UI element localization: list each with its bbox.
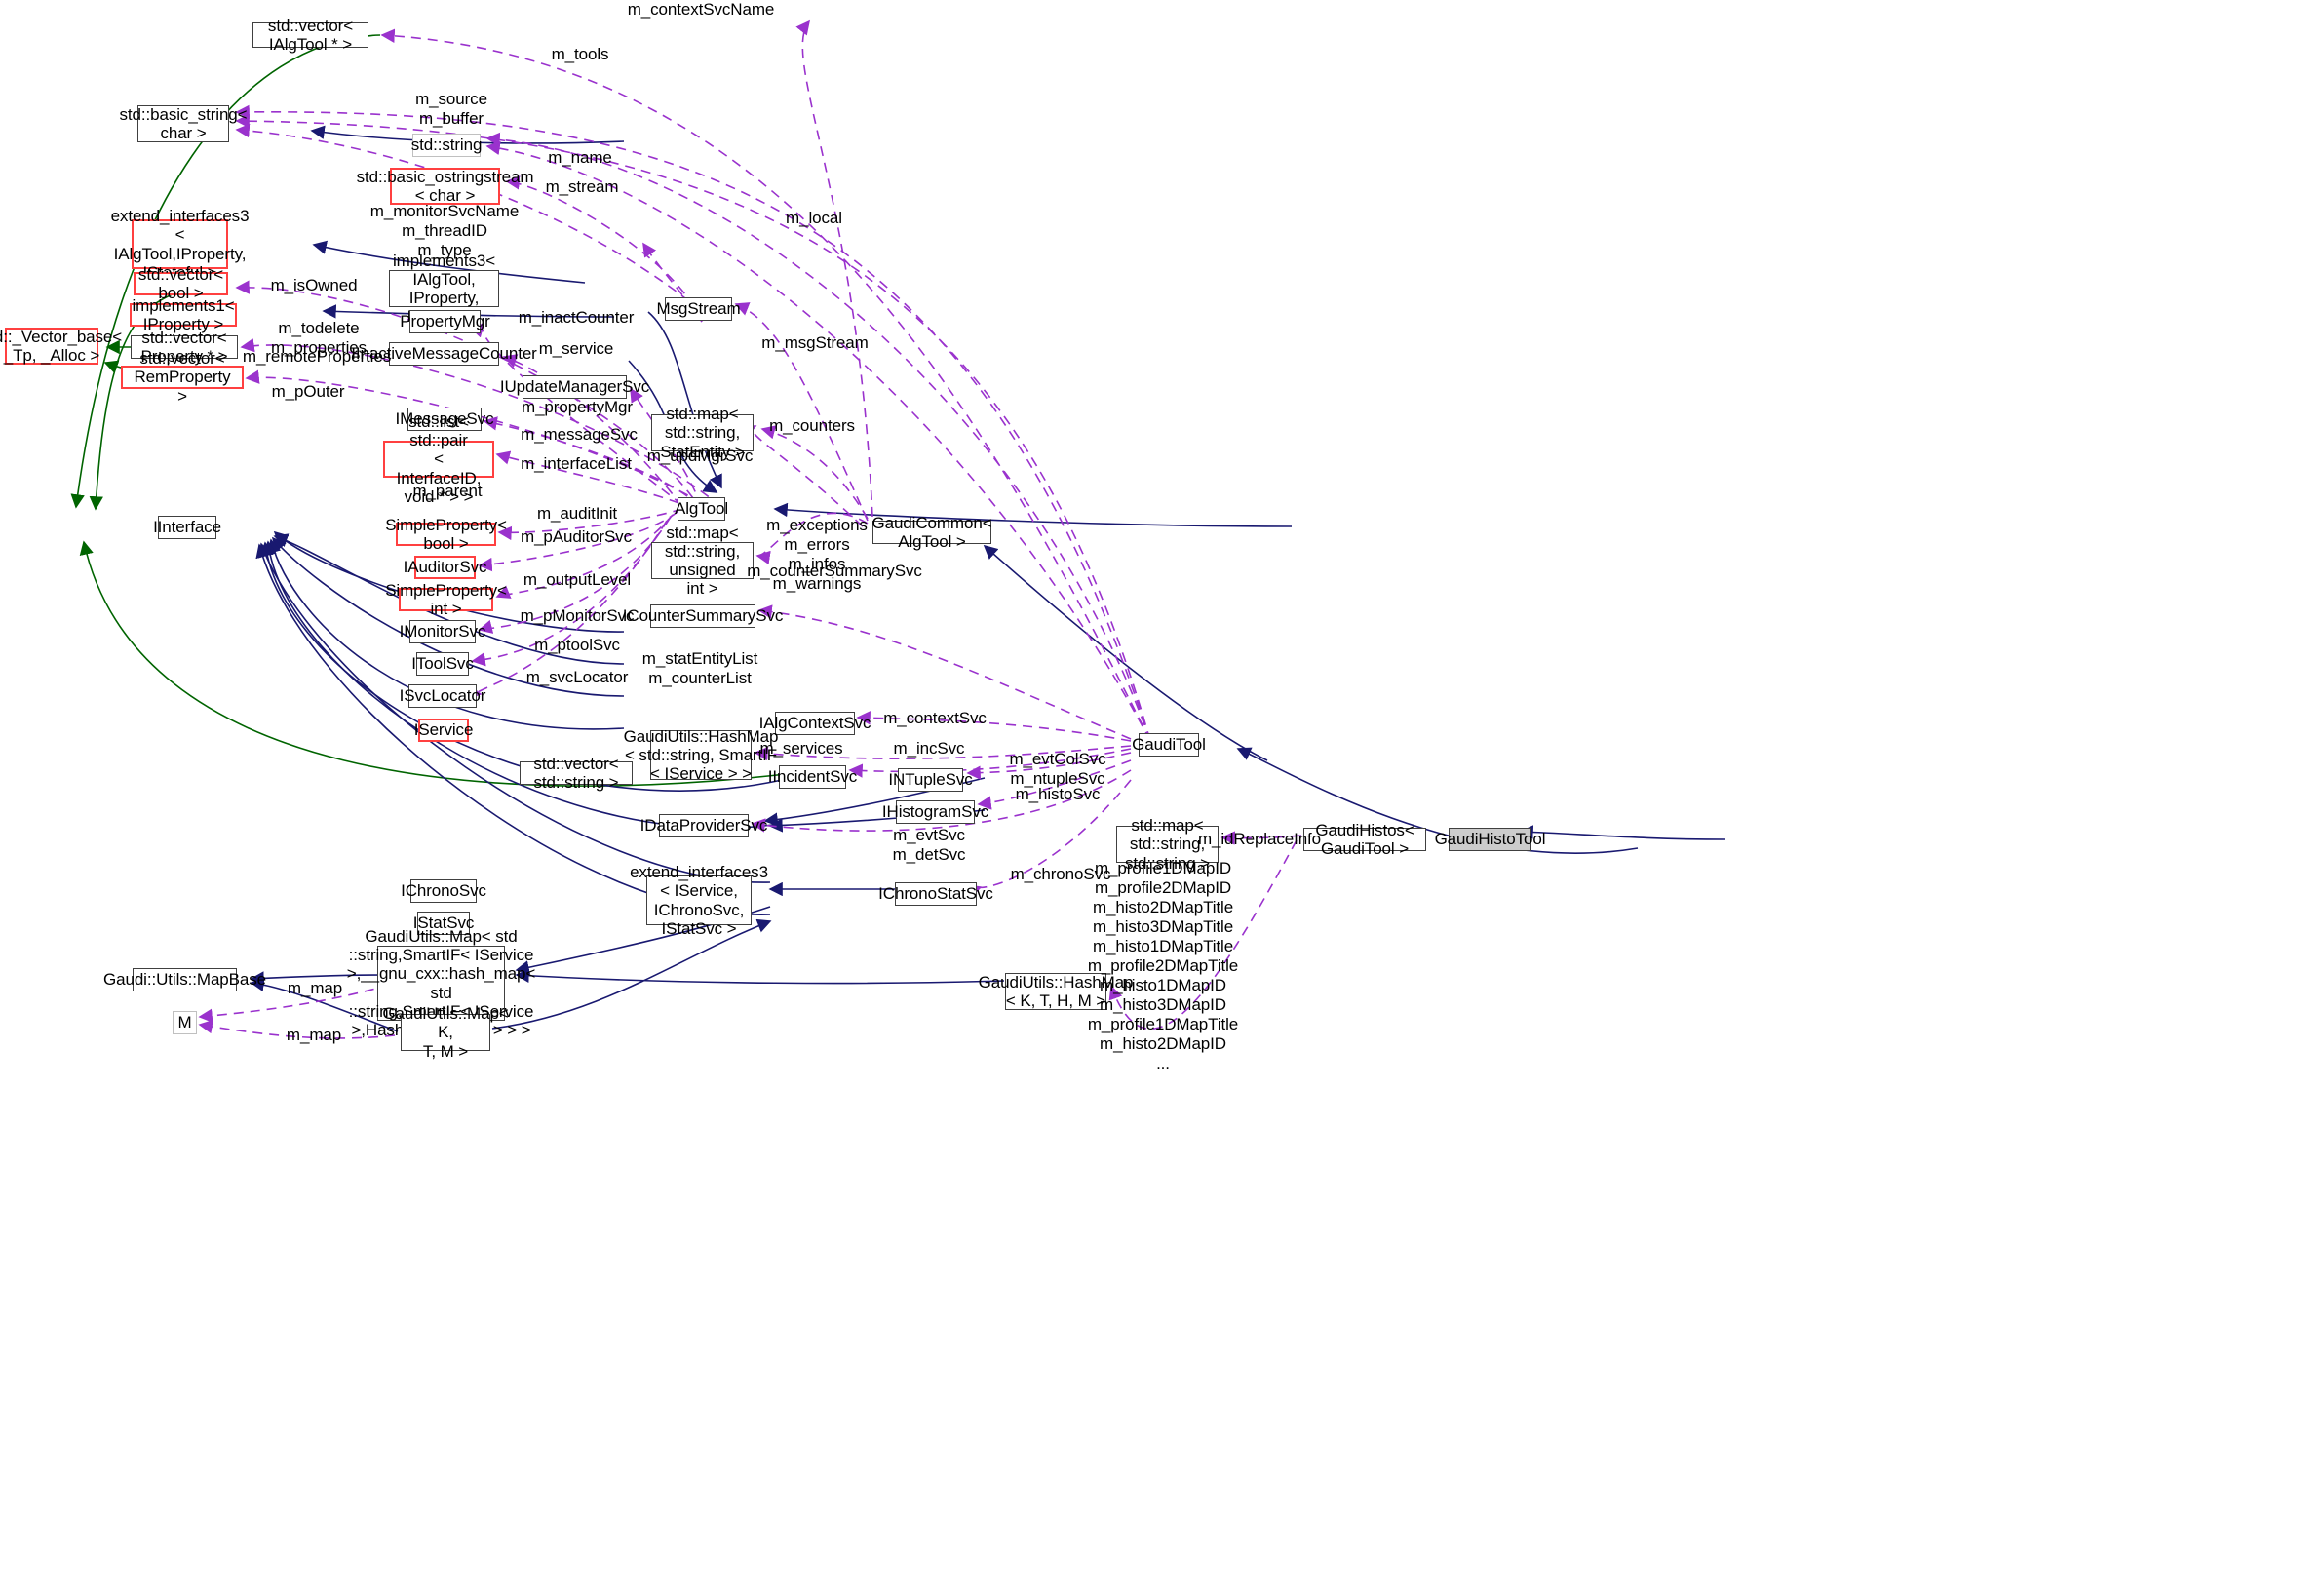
class-node-list_pair_interfaceid[interactable]: std::list< std::pair < InterfaceID, void… <box>383 412 494 506</box>
edge-label-m_interfaceList: m_interfaceList <box>521 454 632 473</box>
edge-label-m_source_m_buffer: m_source m_buffer <box>415 90 487 129</box>
class-node-icountersummarysvc[interactable]: ICounterSummarySvc <box>623 604 783 628</box>
edge-label-m_propertyMgr: m_propertyMgr <box>522 398 633 416</box>
edge-label-m_remoteProperties: m_remoteProperties <box>242 347 392 366</box>
class-node-simpleproperty_bool[interactable]: SimpleProperty< bool > <box>385 515 507 553</box>
edge-label-m_map_2: m_map <box>286 1026 342 1044</box>
edge-label-m_monitorSvcName_group: m_monitorSvcName m_threadID m_type <box>369 202 520 260</box>
edge-label-m_exceptions_group: m_exceptions m_errors m_infos m_warnings <box>766 516 868 594</box>
edge-label-m_incSvc: m_incSvc <box>893 739 965 758</box>
class-node-m_node[interactable]: M <box>173 1011 197 1034</box>
class-node-iincidentsvc[interactable]: IIncidentSvc <box>768 765 857 789</box>
edge-label-m_auditInit: m_auditInit <box>536 504 618 523</box>
class-node-iinactivemessagecounter[interactable]: IInactiveMessageCounter <box>351 342 537 366</box>
class-node-implements1_iproperty[interactable]: implements1< IProperty > <box>130 296 237 333</box>
class-node-gaudihistotool[interactable]: GaudiHistoTool <box>1435 828 1546 851</box>
edge-label-m_service: m_service <box>538 339 614 358</box>
class-node-vector_remproperty[interactable]: std::vector< RemProperty > <box>121 349 244 406</box>
edge-label-m_local: m_local <box>786 209 842 227</box>
member-list-gaudihistos_members: m_profile1DMapID m_profile2DMapID m_hist… <box>1087 859 1239 1073</box>
class-node-gaudi_utils_mapbase[interactable]: Gaudi::Utils::MapBase <box>103 968 266 991</box>
class-node-iauditorsvc[interactable]: IAuditorSvc <box>404 556 487 579</box>
class-node-imessagesvc[interactable]: IMessageSvc <box>396 408 494 431</box>
class-node-map_string_uint[interactable]: std::map< std::string, unsigned int > <box>651 524 754 598</box>
edge-label-m_name: m_name <box>548 148 612 167</box>
edge-label-m_messageSvc: m_messageSvc <box>521 425 638 444</box>
class-node-ichronosvc[interactable]: IChronoSvc <box>401 879 486 903</box>
class-node-iservice[interactable]: IService <box>414 719 473 742</box>
class-node-ichronostatsvc[interactable]: IChronoStatSvc <box>878 882 993 906</box>
class-node-ihistogramsvc[interactable]: IHistogramSvc <box>882 800 988 824</box>
class-node-propertymgr[interactable]: PropertyMgr <box>400 310 490 333</box>
edge-label-m_isOwned: m_isOwned <box>270 276 358 294</box>
class-node-extend_interfaces3_iservice[interactable]: extend_interfaces3 < IService, IChronoSv… <box>630 863 768 938</box>
edge-label-m_parent: m_parent <box>412 482 483 500</box>
class-node-vector_bool[interactable]: std::vector< bool > <box>134 265 228 302</box>
edge-label-m_stream: m_stream <box>545 177 619 196</box>
edge-label-m_pAuditorSvc: m_pAuditorSvc <box>521 527 632 546</box>
class-node-gaudiutils_map_string[interactable]: GaudiUtils::Map< std ::string,SmartIF< I… <box>346 927 536 1039</box>
edge-label-m_statEntityList_group: m_statEntityList m_counterList <box>641 649 758 688</box>
class-node-vector_base[interactable]: std::_Vector_base< _Tp, _Alloc > <box>0 327 123 365</box>
class-node-basic_string_char[interactable]: std::basic_string< char > <box>119 104 248 142</box>
class-node-gaudiutils_hashmap_iservice[interactable]: GaudiUtils::HashMap < std::string, Smart… <box>623 726 779 784</box>
edge-label-m_contextSvcName: m_contextSvcName <box>627 0 775 19</box>
class-node-implements3[interactable]: implements3< IAlgTool, IProperty, IState… <box>389 252 499 326</box>
class-node-vector_ialgtool[interactable]: std::vector< IAlgTool * > <box>252 17 368 54</box>
class-node-imonitorsvc[interactable]: IMonitorSvc <box>400 620 485 643</box>
class-node-istatsvc[interactable]: IStatSvc <box>413 912 474 935</box>
edge-label-m_evtSvc_m_detSvc: m_evtSvc m_detSvc <box>892 826 966 865</box>
class-node-gaudihistos_gauditool[interactable]: GaudiHistos< GaudiTool > <box>1303 821 1426 858</box>
edge-label-m_chronoSvc: m_chronoSvc <box>1010 865 1111 883</box>
edge-label-m_todelete_m_properties: m_todelete m_properties <box>270 319 368 358</box>
edge-label-m_msgStream: m_msgStream <box>761 333 869 352</box>
class-node-map_string_statentity[interactable]: std::map< std::string, StatEntity > <box>651 405 754 461</box>
edge-label-m_svcLocator: m_svcLocator <box>525 668 629 686</box>
edge-label-m_tools: m_tools <box>551 45 609 63</box>
class-node-basic_ostringstream[interactable]: std::basic_ostringstream < char > <box>356 167 534 205</box>
edge-label-m_ptoolSvc: m_ptoolSvc <box>534 636 620 654</box>
edge-label-m_contextSvc: m_contextSvc <box>883 709 987 727</box>
class-node-algtool[interactable]: AlgTool <box>675 497 728 521</box>
class-node-ialgcontextsvc[interactable]: IAlgContextSvc <box>759 712 872 735</box>
class-node-itoolsvc[interactable]: IToolSvc <box>411 652 474 676</box>
edge-label-m_evtColSvc_group: m_evtColSvc m_ntupleSvc <box>1009 750 1106 789</box>
class-node-iupdatemanagersvc[interactable]: IUpdateManagerSvc <box>500 375 649 399</box>
class-node-isvclocator[interactable]: ISvcLocator <box>400 684 485 708</box>
edge-label-m_idReplaceInfo: m_idReplaceInfo <box>1197 830 1322 848</box>
edge-label-m_inactCounter: m_inactCounter <box>518 308 635 327</box>
class-node-simpleproperty_int[interactable]: SimpleProperty< int > <box>385 580 507 618</box>
class-node-msgstream[interactable]: MsgStream <box>657 297 741 321</box>
class-node-vector_std_string[interactable]: std::vector< std::string > <box>520 755 633 792</box>
class-node-iinterface[interactable]: IInterface <box>153 516 221 539</box>
class-node-gauditool[interactable]: GaudiTool <box>1132 733 1206 757</box>
class-node-gaudiutils_map_ktm[interactable]: GaudiUtils::Map< K, T, M > <box>382 1004 509 1061</box>
class-node-gaudiutils_hashmap_kthm[interactable]: GaudiUtils::HashMap < K, T, H, M > <box>978 972 1134 1010</box>
edge-label-m_updMgrSvc: m_updMgrSvc <box>646 447 754 465</box>
edge-label-m_histoSvc: m_histoSvc <box>1015 785 1101 803</box>
class-node-gaudicommon_algtool[interactable]: GaudiCommon< AlgTool > <box>872 513 992 551</box>
class-node-idataprovidersvc[interactable]: IDataProviderSvc <box>640 814 767 837</box>
edge-label-m_counters: m_counters <box>769 416 855 435</box>
edge-label-m_pMonitorSvc: m_pMonitorSvc <box>520 606 635 625</box>
class-node-extend_interfaces3_algtool[interactable]: extend_interfaces3 < IAlgTool,IProperty,… <box>111 207 250 281</box>
class-node-intuplesvc[interactable]: INTupleSvc <box>888 768 973 792</box>
edge-label-m_map_1: m_map <box>287 979 343 997</box>
edge-label-m_services: m_services <box>759 739 843 758</box>
edge-label-m_pOuter: m_pOuter <box>271 382 345 401</box>
edge-label-m_counterSummarySvc: m_counterSummarySvc <box>747 562 922 580</box>
edge-label-m_outputLevel: m_outputLevel <box>523 570 632 589</box>
class-node-std_string[interactable]: std::string <box>411 134 482 157</box>
